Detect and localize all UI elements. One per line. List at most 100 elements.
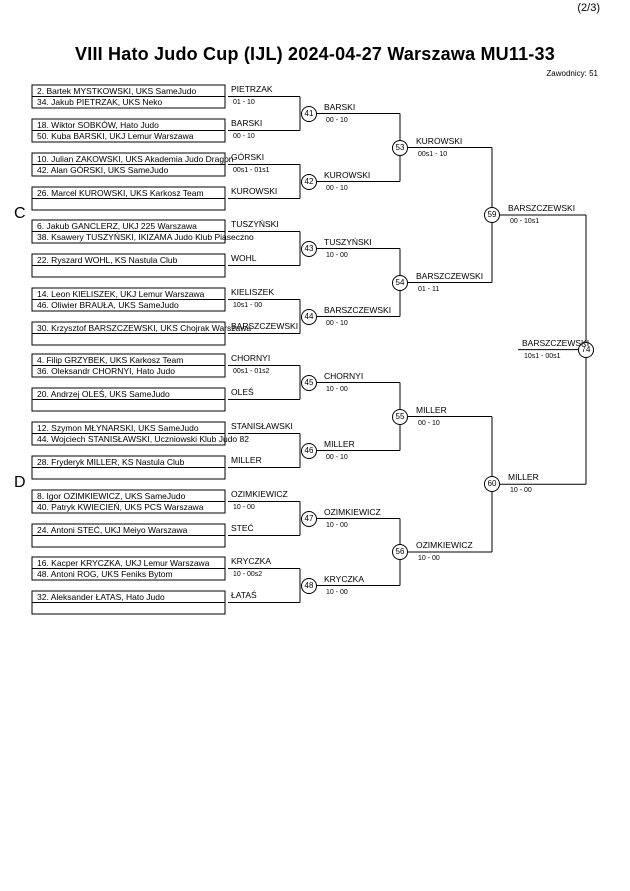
entry-row: 2. Bartek MYSTKOWSKI, UKS SameJudo [37, 85, 197, 96]
match-score: 10 - 00 [326, 588, 348, 596]
match-winner-name: BARSKI [324, 101, 356, 112]
match-winner-name: STANISŁAWSKI [231, 421, 293, 431]
match-winner-name: CHORNYI [231, 353, 271, 363]
entry-box [31, 333, 226, 346]
match-score: 00 - 10 [233, 132, 255, 140]
entry-row: 4. Filip GRZYBEK, UKS Karkosz Team [37, 354, 184, 365]
match-winner-name: KRYCZKA [324, 573, 364, 584]
match-winner-name: KIELISZEK [231, 287, 274, 297]
match-winner-name: TUSZYŃSKI [231, 219, 279, 229]
match-score: 00s1 - 01s1 [233, 166, 270, 174]
match-number: 54 [392, 274, 408, 291]
match-number: 59 [484, 207, 500, 223]
page-number: (2/3) [577, 2, 600, 14]
match-winner-name: WOHL [231, 253, 257, 263]
page-title: VIII Hato Judo Cup (IJL) 2024-04-27 Wars… [75, 44, 555, 64]
match-score: 10 - 00s2 [233, 570, 263, 578]
match-winner-name: BARSZCZEWSKI [324, 304, 392, 315]
entry-box [31, 602, 226, 615]
entry-row: 10. Julian ZAKOWSKI, UKS Akademia Judo D… [37, 153, 234, 164]
entry-row: 32. Aleksander ŁATAS, Hato Judo [37, 591, 165, 602]
match-number: 48 [301, 577, 317, 594]
entry-row: 22. Ryszard WOHL, KS Nastula Club [37, 254, 178, 265]
entry-row: 40. Patryk KWIECIEŃ, UKS PCS Warszawa [37, 502, 204, 512]
entry-row: 44. Wojciech STANISŁAWSKI, Uczniowski Kl… [37, 434, 249, 444]
match-winner-name: MILLER [416, 404, 447, 415]
match-winner-name: MILLER [324, 438, 355, 449]
entry-row: 30. Krzysztof BARSZCZEWSKI, UKS Chojrak … [37, 322, 252, 333]
entry-box [31, 535, 226, 548]
entry-row: 28. Fryderyk MILLER, KS Nastula Club [37, 456, 185, 467]
entry-row: 14. Leon KIELISZEK, UKJ Lemur Warszawa [37, 288, 205, 299]
match-winner-name: KUROWSKI [324, 169, 371, 180]
match-winner-name: ŁATAŚ [231, 590, 257, 600]
entry-box [31, 130, 226, 143]
match-number: 53 [392, 139, 408, 156]
match-score: 01 - 11 [418, 285, 440, 293]
match-score: 00 - 10 [326, 184, 348, 192]
entry-box [31, 299, 226, 312]
match-score: 00 - 10 [326, 453, 348, 461]
entry-box [31, 96, 226, 109]
entry-box [31, 399, 226, 412]
match-score: 10 - 00 [326, 251, 348, 259]
match-number: 46 [301, 442, 317, 459]
match-number: 56 [392, 544, 408, 560]
match-score: 00s1 - 01s2 [233, 367, 270, 375]
match-score: 10 - 00 [326, 521, 348, 529]
entry-row: 12. Szymon MŁYNARSKI, UKS SameJudo [37, 422, 199, 433]
match-winner-name: KUROWSKI [416, 135, 463, 146]
pool-label-d: D [14, 474, 26, 491]
match-winner-name: OLEŚ [231, 387, 254, 397]
match-number: 47 [301, 510, 317, 527]
match-winner-name: OZIMKIEWICZ [324, 506, 381, 517]
entry-row: 6. Jakub GANCLERZ, UKJ 225 Warszawa [37, 220, 197, 231]
match-number: 42 [301, 173, 317, 190]
entry-box [31, 198, 226, 211]
entry-box [31, 231, 226, 244]
entry-row: 48. Antoni ROG, UKS Feniks Bytom [37, 569, 173, 579]
match-winner-name: STEĆ [231, 523, 254, 533]
match-number: 60 [484, 476, 500, 493]
match-score: 01 - 10 [233, 98, 255, 106]
entry-box [31, 501, 226, 514]
match-winner-name: PIETRZAK [231, 84, 273, 94]
entry-row: 16. Kacper KRYCZKA, UKJ Lemur Warszawa [37, 557, 210, 568]
match-winner-name: BARSZCZEWSKI [416, 270, 484, 281]
match-number: 41 [301, 105, 317, 122]
match-winner-name: MILLER [508, 472, 539, 483]
match-score: 10 - 00 [233, 503, 255, 511]
entry-row: 34. Jakub PIETRZAK, UKS Neko [37, 97, 163, 107]
entry-box [31, 365, 226, 378]
match-score: 10 - 00 [510, 487, 532, 495]
match-winner-name: BARSZCZEWSKI [508, 203, 576, 213]
entry-box [31, 467, 226, 480]
entry-row: 36. Oleksandr CHORNYI, Hato Judo [37, 366, 175, 376]
match-winner-name: KUROWSKI [231, 186, 278, 196]
match-number: 43 [301, 240, 317, 257]
entry-row: 38. Ksawery TUSZYŃSKI, IKIZAMA Judo Klub… [37, 232, 254, 242]
entry-row: 46. Oliwier BRAUŁA, UKS SameJudo [37, 300, 179, 310]
match-number: 55 [392, 408, 408, 425]
entry-row: 8. Igor OZIMKIEWICZ, UKS SameJudo [37, 490, 186, 501]
match-score: 10s1 - 00s1 [524, 352, 561, 360]
match-winner-name: OZIMKIEWICZ [231, 489, 288, 499]
entry-box [31, 568, 226, 581]
match-score: 00s1 - 10 [418, 150, 448, 158]
entry-row: 26. Marcel KUROWSKI, UKS Karkosz Team [37, 187, 204, 198]
match-score: 10 - 00 [418, 555, 440, 562]
match-winner-name: TUSZYŃSKI [324, 236, 372, 247]
pool-label-c: C [14, 205, 26, 222]
match-score: 00 - 10 [326, 116, 348, 124]
entry-row: 42. Alan GÓRSKI, UKS SameJudo [37, 165, 169, 175]
match-number: 44 [301, 308, 317, 325]
match-winner-name: MILLER [231, 455, 262, 465]
match-score: 10 - 00 [326, 385, 348, 393]
match-winner-name: BARSKI [231, 118, 263, 128]
match-winner-name: BARSZCZEWSKI [231, 321, 299, 331]
match-number: 45 [301, 374, 317, 391]
entry-row: 50. Kuba BARSKI, UKJ Lemur Warszawa [37, 131, 194, 141]
entry-row: 20. Andrzej OLEŚ, UKS SameJudo [37, 388, 170, 399]
entry-box [31, 164, 226, 177]
entry-box [31, 265, 226, 278]
